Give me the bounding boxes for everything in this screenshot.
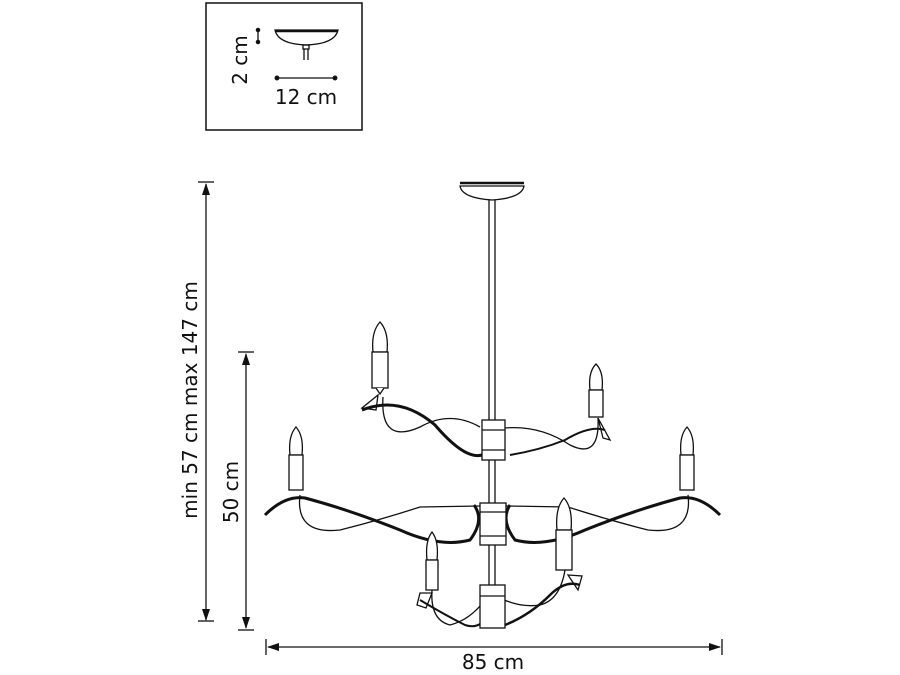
candle (588, 363, 604, 418)
canopy-inset (205, 2, 363, 131)
candle (555, 497, 573, 571)
chandelier (263, 181, 722, 629)
candle (371, 321, 389, 396)
dimension-lines (198, 181, 723, 655)
candle (679, 426, 695, 491)
candles (288, 321, 695, 591)
canopy-width-label: 12 cm (274, 85, 338, 109)
candle (288, 426, 304, 491)
total-height-label: min 57 cm max 147 cm (178, 281, 202, 519)
candle (425, 530, 439, 591)
canopy-height-label: 2 cm (228, 35, 252, 85)
width-label: 85 cm (461, 650, 525, 674)
body-height-label: 50 cm (219, 460, 243, 524)
